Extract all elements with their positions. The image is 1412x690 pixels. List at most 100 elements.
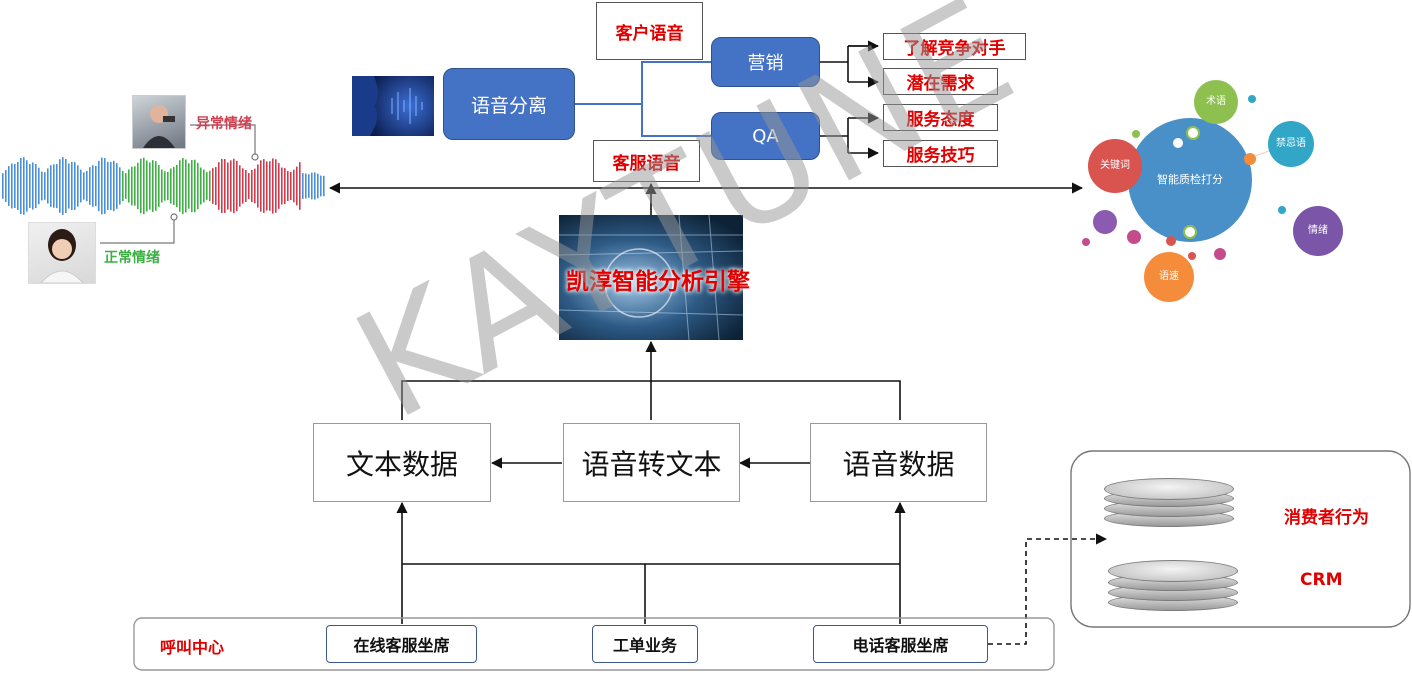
wave-bar <box>86 170 88 202</box>
wave-bar <box>263 159 265 213</box>
wave-bar <box>41 171 43 201</box>
wave-bar <box>296 166 298 206</box>
wave-bar <box>218 162 220 210</box>
outcome-competitors: 了解竞争对手 <box>883 33 1026 60</box>
decor-dot <box>1214 248 1226 260</box>
keywords-bubble: 关键词 <box>1088 139 1142 193</box>
wave-bar <box>293 169 295 203</box>
wave-bar <box>176 164 178 208</box>
wave-bar <box>287 170 289 202</box>
wave-bar <box>311 172 313 200</box>
wave-bar <box>164 171 166 201</box>
wave-bar <box>95 165 97 207</box>
wave-bar <box>119 167 121 205</box>
wave-bar <box>194 159 196 213</box>
decor-dot <box>1171 136 1185 150</box>
wave-bar <box>56 163 58 209</box>
decor-dot <box>1127 230 1141 244</box>
wave-bar <box>251 169 253 203</box>
work-order-box: 工单业务 <box>592 625 698 663</box>
wave-bar <box>278 163 280 209</box>
wave-bar <box>137 162 139 210</box>
wave-bar <box>77 165 79 207</box>
wave-bar <box>35 163 37 209</box>
wave-bar <box>26 160 28 212</box>
wave-bar <box>257 164 259 208</box>
wave-bar <box>134 166 136 206</box>
decor-dot <box>1082 238 1090 246</box>
wave-bar <box>230 160 232 212</box>
wave-bar <box>32 162 34 210</box>
wave-bar <box>122 170 124 202</box>
wave-bar <box>221 158 223 214</box>
outcome-service-attitude: 服务态度 <box>883 104 998 131</box>
wave-bar <box>185 159 187 213</box>
speech-rate-bubble: 语速 <box>1144 252 1194 302</box>
wave-bar <box>80 169 82 203</box>
phone-agent-box: 电话客服坐席 <box>813 625 988 663</box>
wave-bar <box>107 161 109 211</box>
wave-bar <box>83 172 85 200</box>
voice-face-image <box>352 76 434 136</box>
wave-bar <box>299 162 301 210</box>
wave-bar <box>104 158 106 214</box>
marketing-box: 营销 <box>711 37 820 87</box>
wave-bar <box>158 165 160 207</box>
abnormal-emotion-label: 异常情绪 <box>196 116 252 132</box>
wave-bar <box>29 164 31 208</box>
wave-bar <box>200 167 202 205</box>
terms-bubble: 术语 <box>1194 80 1238 124</box>
wave-bar <box>323 175 325 197</box>
decor-dot <box>1183 225 1197 239</box>
wave-bar <box>179 160 181 212</box>
wave-bar <box>206 172 208 200</box>
wave-bar <box>248 173 250 199</box>
wave-bar <box>209 170 211 202</box>
decor-dot <box>1166 236 1176 246</box>
wave-bar <box>161 169 163 203</box>
wave-bar <box>173 166 175 206</box>
wave-bar <box>89 167 91 205</box>
wave-bar <box>68 163 70 209</box>
crm-label: CRM <box>1300 570 1343 590</box>
wave-bar <box>8 166 10 206</box>
consumer-behavior-label: 消费者行为 <box>1284 508 1369 528</box>
speech-to-text-box: 语音转文本 <box>563 423 740 502</box>
wave-bar <box>131 166 133 206</box>
wave-bar <box>152 160 154 212</box>
wave-bar <box>227 162 229 210</box>
wave-bar <box>155 161 157 211</box>
wave-bar <box>149 162 151 210</box>
wave-bar <box>140 158 142 214</box>
outcome-potential-demand: 潜在需求 <box>883 68 998 95</box>
wave-bar <box>260 160 262 212</box>
forbidden-words-bubble: 禁忌语 <box>1268 121 1314 167</box>
wave-bar <box>233 158 235 214</box>
analysis-engine-image <box>559 215 743 340</box>
wave-bar <box>170 168 172 204</box>
wave-bar <box>308 174 310 198</box>
voice-data-box: 语音数据 <box>810 423 987 502</box>
wave-bar <box>224 159 226 213</box>
wave-bar <box>254 168 256 204</box>
decor-dot <box>1278 206 1286 214</box>
outcome-service-skill: 服务技巧 <box>883 140 998 167</box>
decor-dot <box>1248 95 1256 103</box>
emotion-bubble: 情绪 <box>1293 206 1343 256</box>
analysis-engine-label: 凯淳智能分析引擎 <box>566 269 750 295</box>
decor-dot <box>1093 210 1117 234</box>
normal-emotion-label: 正常情绪 <box>104 250 160 266</box>
wave-bar <box>71 161 73 211</box>
wave-bar <box>14 163 16 209</box>
wave-bar <box>59 159 61 213</box>
wave-bar <box>50 165 52 207</box>
wave-bar <box>44 172 46 200</box>
voice-separation-box: 语音分离 <box>443 68 575 140</box>
wave-bar <box>215 167 217 205</box>
wave-bar <box>47 168 49 204</box>
wave-bar <box>92 165 94 207</box>
wave-bar <box>53 164 55 208</box>
wave-bar <box>212 168 214 204</box>
